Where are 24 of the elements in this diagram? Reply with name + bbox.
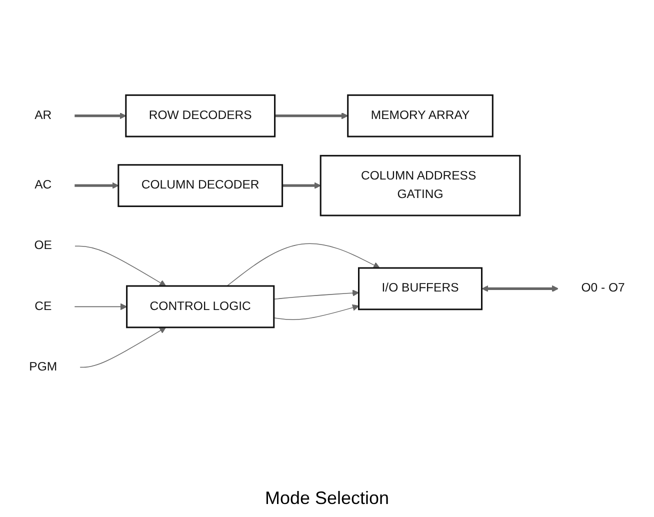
node-box: COLUMN ADDRESS GATING	[320, 155, 521, 217]
node-text: OE	[34, 240, 52, 253]
node-text: CE	[34, 300, 52, 314]
arrow	[226, 244, 380, 287]
node-box: CONTROL LOGIC	[126, 286, 275, 329]
arrow	[274, 112, 348, 120]
node-box: MEMORY ARRAY	[347, 94, 494, 138]
node-text: AC	[34, 179, 52, 192]
node-text: O0 - O7	[581, 282, 625, 296]
node-box: I/O BUFFERS	[358, 268, 483, 311]
arrow	[282, 182, 321, 190]
node-box: ROW DECODERS	[125, 94, 276, 138]
arrow	[482, 286, 559, 292]
arrow	[274, 290, 360, 300]
arrow	[74, 112, 126, 120]
arrow	[74, 182, 119, 190]
caption: Mode Selection	[264, 487, 390, 510]
node-text: PGM	[29, 360, 58, 374]
node-text: AR	[34, 109, 52, 122]
arrow	[74, 246, 166, 287]
arrow	[80, 328, 166, 368]
node-box: COLUMN DECODER	[118, 164, 284, 208]
arrow	[274, 304, 360, 321]
arrow	[74, 304, 128, 311]
